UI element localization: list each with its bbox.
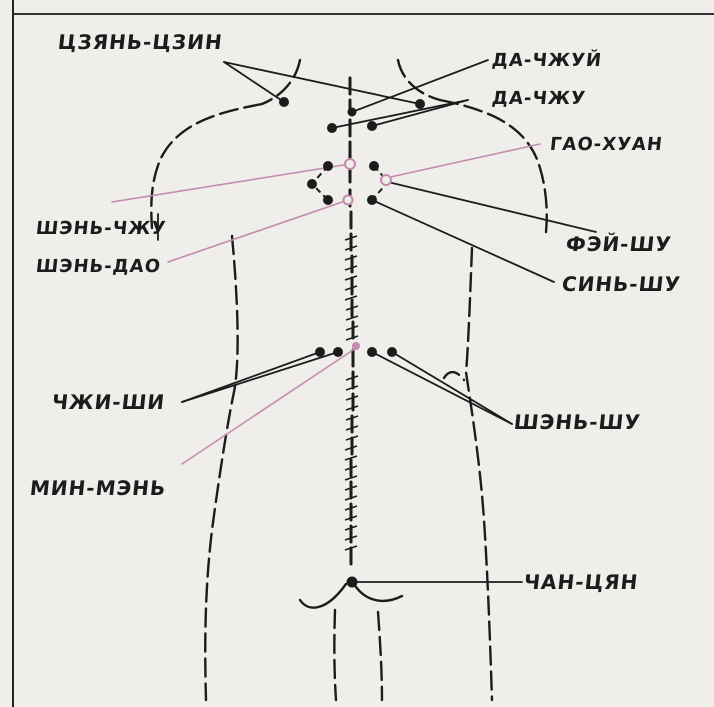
outline-shoulder-left — [151, 104, 262, 228]
outline-torso-left — [205, 236, 237, 700]
outline-buttock-right — [354, 584, 402, 601]
point-shen-shu-right — [367, 347, 377, 357]
label-chzhi-shi: ЧЖИ-ШИ — [51, 390, 167, 414]
point-chzhi-shi-left — [315, 347, 325, 357]
outline-buttock-left — [300, 584, 346, 608]
point-chan-czyan — [347, 577, 358, 588]
label-gao-huan: ГАО-ХУАН — [549, 134, 664, 155]
point-da-chzhu-right — [367, 121, 377, 131]
point-gao-huan-right — [381, 175, 391, 185]
leader-shen-dao — [168, 200, 348, 262]
leader-sin-shu — [372, 200, 554, 282]
point-fey-shu-right — [369, 161, 379, 171]
point-da-chzhuy — [348, 108, 357, 117]
point-shen-shu-left — [333, 347, 343, 357]
leader-min-men — [182, 348, 356, 464]
label-chan-czyan: ЧАН-ЦЯН — [523, 570, 640, 594]
point-min-men — [352, 342, 360, 350]
point-da-chzhu-left — [327, 123, 337, 133]
label-shen-dao: ШЭНЬ-ДАО — [35, 256, 162, 277]
label-czyan-czin: ЦЗЯНЬ-ЦЗИН — [57, 30, 224, 54]
point-shen-dao — [344, 196, 353, 205]
label-da-chzhuy: ДА-ЧЖУЙ — [491, 50, 603, 71]
point-fey-shu-left — [323, 161, 333, 171]
point-czyan-czin-right — [415, 99, 425, 109]
leader-shen-shu-1 — [372, 352, 512, 424]
point-sin-shu-right — [367, 195, 377, 205]
outline-leg-left — [334, 610, 336, 700]
outline-shoulder-right — [440, 100, 547, 232]
outline-leg-right — [378, 612, 382, 700]
label-da-chzhu: ДА-ЧЖУ — [491, 88, 587, 109]
outline-torso-right — [466, 248, 492, 700]
point-shen-chzhu — [345, 159, 355, 169]
label-shen-chzhu: ШЭНЬ-ЧЖУ — [35, 218, 167, 239]
point-sin-shu-left — [323, 195, 333, 205]
point-czyan-czin-left — [279, 97, 289, 107]
point-chzhi-shi-right — [387, 347, 397, 357]
label-sin-shu: СИНЬ-ШУ — [561, 272, 682, 296]
leader-fey-shu — [388, 182, 596, 232]
leader-chzhi-shi-2 — [182, 352, 338, 402]
label-shen-shu: ШЭНЬ-ШУ — [513, 410, 642, 434]
outline-armpit-right — [444, 372, 464, 380]
label-fey-shu: ФЭЙ-ШУ — [565, 232, 673, 256]
outline-neck-left — [262, 60, 300, 104]
leader-shen-shu-2 — [392, 352, 512, 424]
point-gao-huan-left — [307, 179, 317, 189]
label-min-men: МИН-МЭНЬ — [29, 476, 168, 500]
spine — [350, 78, 353, 564]
leader-gao-huan — [386, 144, 540, 178]
